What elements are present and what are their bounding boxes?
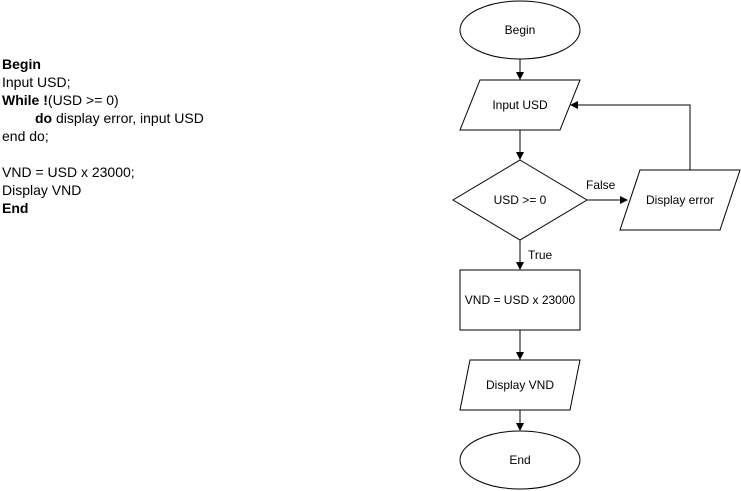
display-vnd-label: Display VND: [486, 378, 554, 392]
pseudocode-line-end: End: [2, 199, 204, 217]
keyword-not: !: [43, 92, 48, 108]
keyword-do: do: [35, 110, 53, 126]
begin-label: Begin: [505, 23, 536, 37]
process-label: VND = USD x 23000: [465, 293, 576, 307]
do-body: display error, input USD: [52, 110, 204, 126]
pseudocode-line-while: While !(USD >= 0): [2, 91, 204, 109]
display-error-shape: [619, 169, 741, 231]
display-error-label: Display error: [646, 193, 714, 207]
keyword-begin: Begin: [2, 56, 41, 72]
end-label: End: [509, 453, 530, 467]
decision-label: USD >= 0: [494, 193, 547, 207]
keyword-end: End: [2, 200, 29, 216]
input-usd-label: Input USD: [492, 98, 548, 112]
pseudocode-line-end-do: end do;: [2, 128, 49, 144]
pseudocode-line-begin: Begin: [2, 55, 204, 73]
keyword-while: While: [2, 92, 40, 108]
pseudocode-line-assign: VND = USD x 23000;: [2, 164, 135, 180]
false-label: False: [586, 178, 616, 192]
pseudocode-line-input: Input USD;: [2, 74, 71, 90]
pseudocode-block: Begin Input USD; While !(USD >= 0) do di…: [2, 55, 204, 217]
arrow-error-loop-to-input: [570, 101, 691, 170]
input-usd-shape: [459, 79, 581, 131]
pseudocode-line-do: do display error, input USD: [2, 109, 204, 127]
true-label: True: [528, 248, 553, 262]
end-terminator: [459, 430, 581, 490]
process-box: [459, 269, 581, 331]
display-vnd-shape: [459, 359, 581, 411]
while-condition: (USD >= 0): [47, 92, 119, 108]
pseudocode-line-display: Display VND: [2, 182, 82, 198]
